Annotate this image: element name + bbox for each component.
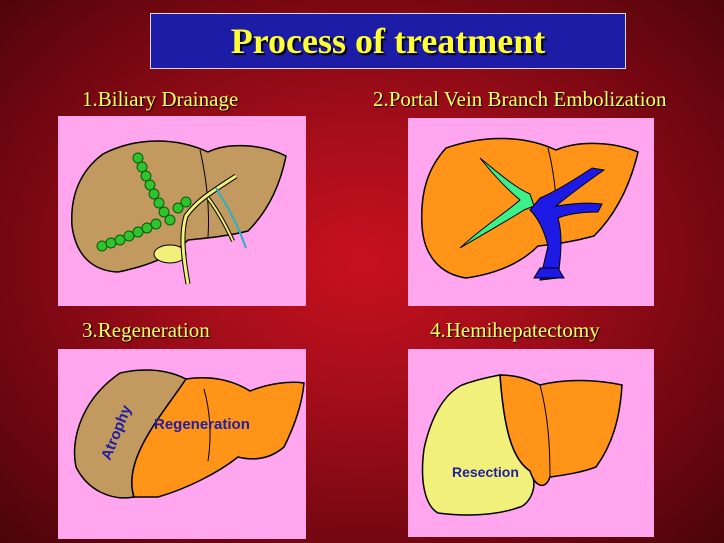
- embolized-branch: [459, 157, 535, 249]
- biliary-drainage-illustration: [71, 140, 287, 285]
- regeneration-label: Regeneration: [154, 416, 250, 433]
- hemihepatectomy-illustration: Resection: [421, 374, 623, 516]
- bile-duct-stent: [96, 152, 192, 252]
- resection-label: Resection: [452, 464, 519, 480]
- title-banner: Process of treatment: [150, 13, 626, 69]
- page-title: Process of treatment: [230, 21, 546, 61]
- common-bile-duct: [181, 174, 237, 285]
- portal-vein-panel: [408, 118, 654, 306]
- portal-vein-illustration: [420, 137, 639, 281]
- drainage-tube: [215, 187, 247, 249]
- hemihepatectomy-panel: Resection: [408, 349, 654, 537]
- portal-vein: [529, 167, 606, 281]
- step-4-caption: 4.Hemihepatectomy: [430, 318, 600, 342]
- liver-shape: [420, 137, 639, 279]
- regenerated-lobe: [131, 376, 305, 498]
- regeneration-illustration: Atrophy Regeneration: [73, 369, 305, 499]
- biliary-drainage-panel: [58, 116, 306, 306]
- remnant-lobe: [499, 374, 623, 486]
- step-2-caption: 2.Portal Vein Branch Embolization: [373, 87, 667, 111]
- step-3-caption: 3.Regeneration: [82, 318, 210, 342]
- regeneration-panel: Atrophy Regeneration: [58, 349, 306, 539]
- step-1-caption: 1.Biliary Drainage: [82, 87, 239, 111]
